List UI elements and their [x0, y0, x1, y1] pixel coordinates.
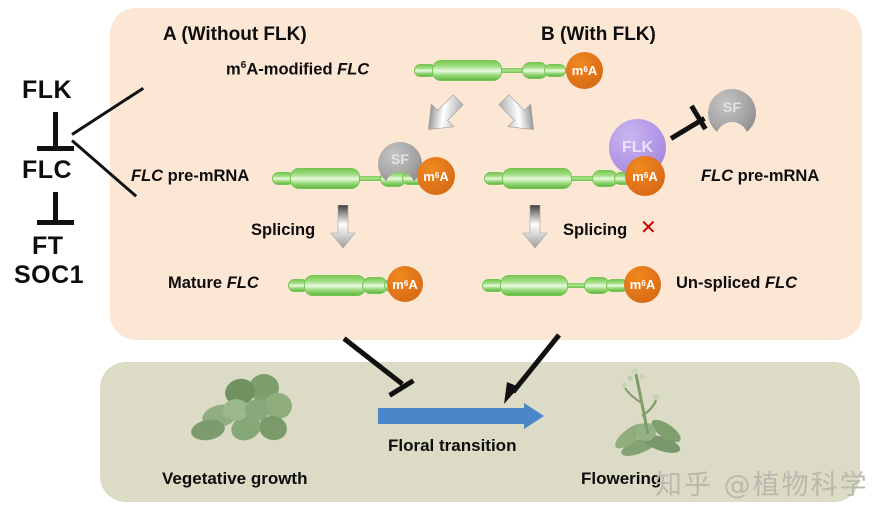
premrna-gene: FLC	[131, 167, 164, 185]
flowering-label: Flowering	[581, 469, 662, 488]
branch-arrow-left-icon	[418, 88, 470, 140]
panel-b-splicing-arrow-icon	[522, 204, 548, 249]
m6a-label-six: 6	[240, 60, 247, 71]
rna-exon	[500, 275, 568, 296]
vegetative-growth-label: Vegetative growth	[162, 469, 308, 488]
m6a-text-m: m	[423, 168, 435, 184]
m6a-text-m: m	[629, 277, 642, 292]
premrna-text: pre-mRNA	[163, 167, 250, 185]
m6a-text-m: m	[632, 168, 644, 184]
sf-label: SF	[391, 151, 409, 168]
vegetative-plant-image	[191, 374, 292, 441]
pathway-inhibit-stem-2	[53, 192, 58, 222]
pathway-inhibit-cap-2	[37, 220, 74, 225]
splicing-blocked-x-icon: ✕	[640, 217, 657, 239]
unspliced-flc-label: Un-spliced FLC	[676, 275, 797, 292]
panel-a-letter: A	[163, 24, 177, 45]
watermark: 知乎 @植物科学	[655, 470, 869, 501]
pathway-inhibit-stem-1	[53, 112, 58, 148]
m6a-text-a: A	[645, 277, 656, 292]
pathway-node-soc1: SOC1	[14, 261, 85, 289]
m6a-text-a: A	[648, 168, 658, 184]
panel-a-premrna-label: FLC pre-mRNA	[131, 168, 249, 185]
mature-flc-label: Mature FLC	[168, 275, 259, 292]
pathway-node-ft: FT	[32, 232, 64, 260]
m6a-text-a: A	[439, 168, 449, 184]
premrna-gene: FLC	[701, 167, 734, 185]
unspliced-text: Un-spliced	[676, 274, 765, 292]
rna-unspliced-flc	[482, 272, 632, 298]
mature-gene: FLC	[226, 274, 259, 292]
floral-transition-label: Floral transition	[388, 436, 517, 455]
m6a-label-modified: A-modified	[246, 60, 338, 79]
panel-b-premrna-label: FLC pre-mRNA	[701, 168, 819, 185]
premrna-text: pre-mRNA	[733, 167, 820, 185]
panel-a-condition: (Without FLK)	[181, 24, 307, 45]
flk-protein-blob: FLK	[609, 119, 666, 176]
rna-exon	[290, 168, 360, 189]
flowering-plant-image	[615, 367, 681, 456]
sf-label: SF	[723, 99, 741, 115]
m6a-text-six: 6	[643, 170, 649, 180]
panel-b-splicing-factor: SF	[707, 88, 757, 138]
flk-label: FLK	[621, 138, 654, 156]
m6a-text-six: 6	[583, 65, 588, 75]
panel-a-header: A (Without FLK)	[163, 25, 307, 44]
rna-m6a-modified-flc	[414, 57, 574, 83]
mature-text: Mature	[168, 274, 227, 292]
branch-arrow-right-icon	[492, 88, 544, 140]
pathway-node-flc: FLC	[22, 156, 73, 184]
panel-bottom-background	[100, 362, 860, 502]
m6a-text-six: 6	[434, 170, 440, 180]
floral-transition-arrow-bar	[378, 408, 526, 424]
promote-floral-transition-arrow-icon	[504, 333, 561, 404]
rna-exon	[304, 275, 366, 296]
m6a-modified-flc-label: m6A-modified FLC	[226, 60, 370, 79]
panel-b-header: B (With FLK)	[541, 25, 656, 44]
rna-exon	[502, 168, 572, 189]
m6a-text-a: A	[587, 63, 598, 78]
m6a-text-six: 6	[641, 279, 646, 289]
unspliced-gene: FLC	[764, 274, 798, 292]
m6a-label-m: m	[226, 60, 241, 79]
m6a-text-six: 6	[403, 278, 409, 288]
panel-a-splicing-label: Splicing	[251, 221, 316, 239]
rna-exon	[432, 60, 502, 81]
m6a-label-gene: FLC	[337, 60, 370, 79]
pathway-inhibit-cap-1	[37, 146, 74, 151]
floral-transition-arrow-head	[524, 403, 544, 429]
m6a-text-a: A	[408, 276, 418, 292]
m6a-text-m: m	[392, 276, 404, 292]
panel-b-splicing-label: Splicing	[563, 221, 628, 239]
panel-a-splicing-arrow-icon	[330, 204, 356, 249]
panel-a-splicing-factor: SF	[377, 141, 423, 187]
m6a-text-m: m	[571, 63, 584, 78]
rna-exon	[544, 64, 566, 77]
panel-b-condition: (With FLK)	[560, 24, 656, 45]
pathway-node-flk: FLK	[22, 76, 73, 104]
panel-b-letter: B	[541, 24, 555, 45]
